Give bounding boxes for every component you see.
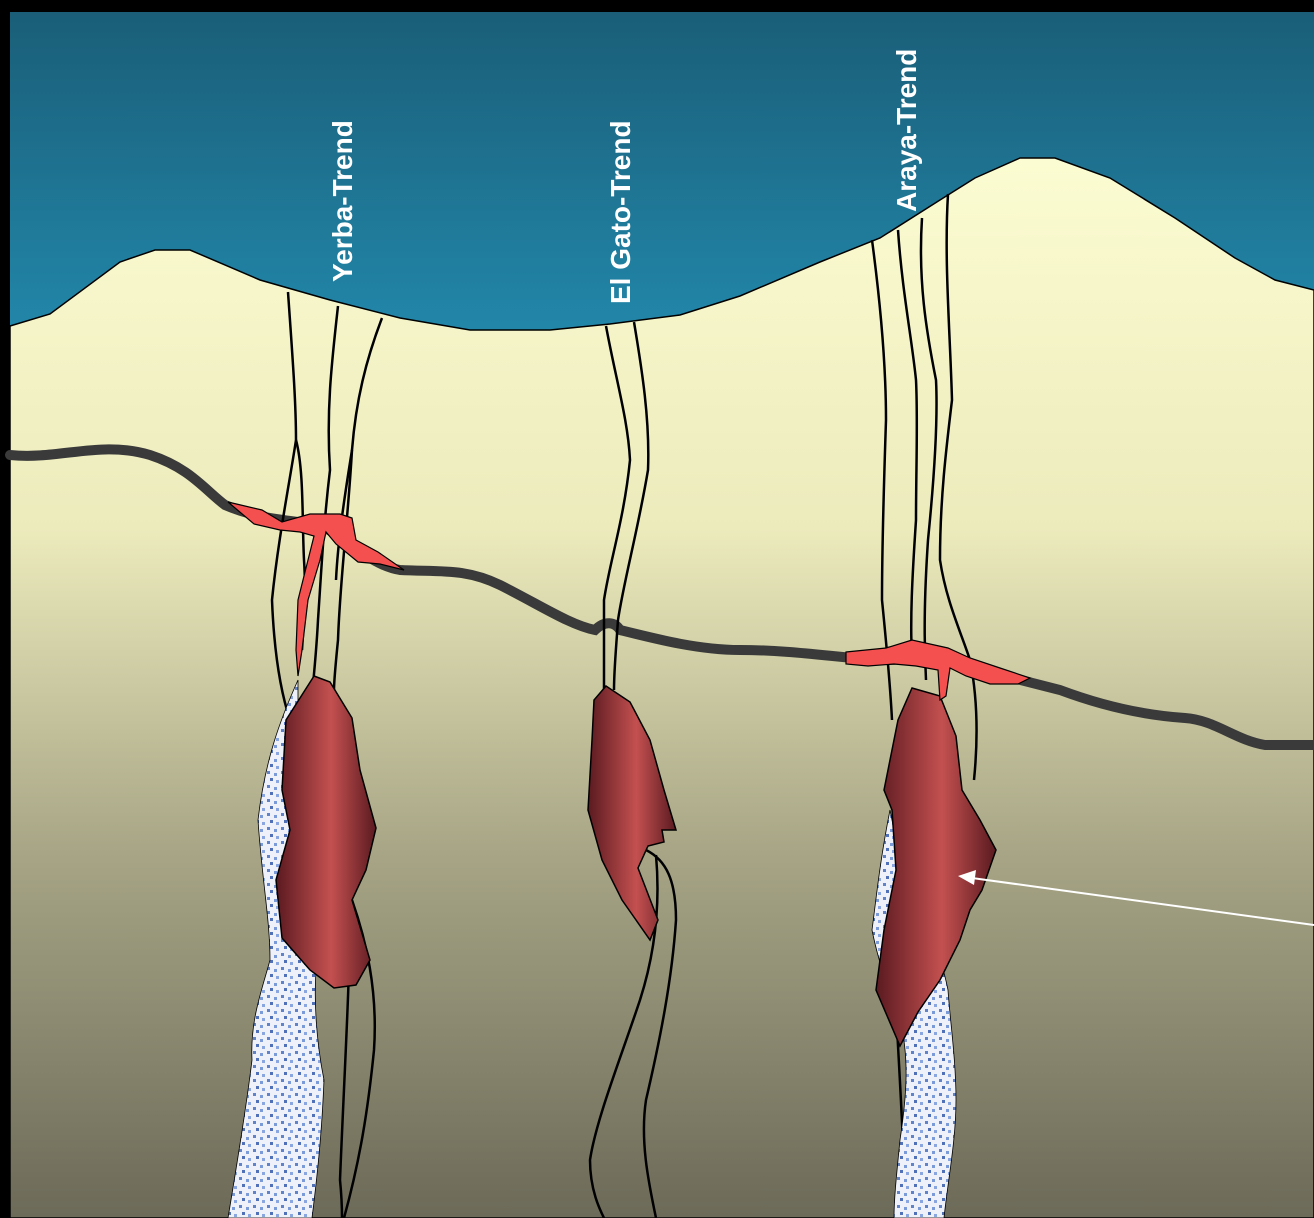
trend-label-el-gato: El Gato-Trend (605, 120, 636, 304)
trend-label-yerba: Yerba-Trend (327, 120, 358, 282)
ground (10, 158, 1314, 1218)
trend-label-araya: Araya-Trend (891, 49, 922, 212)
